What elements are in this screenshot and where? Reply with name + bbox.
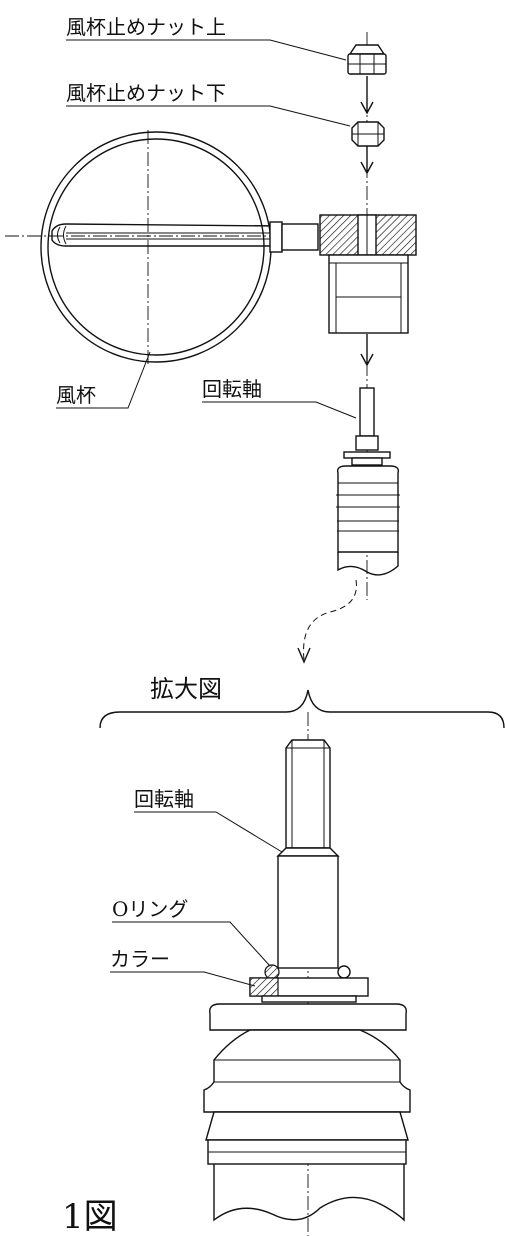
lower-nut — [351, 121, 385, 147]
upper-nut — [347, 44, 387, 75]
label-o-ring: Oリング — [112, 897, 188, 921]
label-nut-lower: 風杯止めナット下 — [66, 81, 226, 105]
enlarge-link-dashed — [303, 579, 357, 661]
label-enlarged-view: 拡大図 — [150, 675, 222, 703]
label-nut-upper: 風杯止めナット上 — [66, 15, 226, 39]
shaft-assembly-enlarged — [203, 739, 411, 1222]
label-figure-number: 1図 — [62, 1197, 118, 1236]
shaft-assembly-small — [336, 387, 400, 576]
enlarge-link-arrow — [297, 647, 311, 664]
label-shaft-detail: 回転軸 — [134, 787, 194, 811]
wind-cup — [40, 131, 272, 363]
label-cup: 風杯 — [56, 383, 96, 407]
leader-lines-enlarged — [110, 811, 283, 987]
label-shaft-top: 回転軸 — [202, 377, 262, 401]
cup-hub — [319, 214, 417, 334]
cup-arm — [51, 221, 319, 253]
assembly-arrows — [360, 76, 374, 367]
label-collar: カラー — [110, 947, 170, 971]
enlarged-view-brace — [99, 689, 505, 729]
leader-lines-upper — [56, 39, 357, 419]
